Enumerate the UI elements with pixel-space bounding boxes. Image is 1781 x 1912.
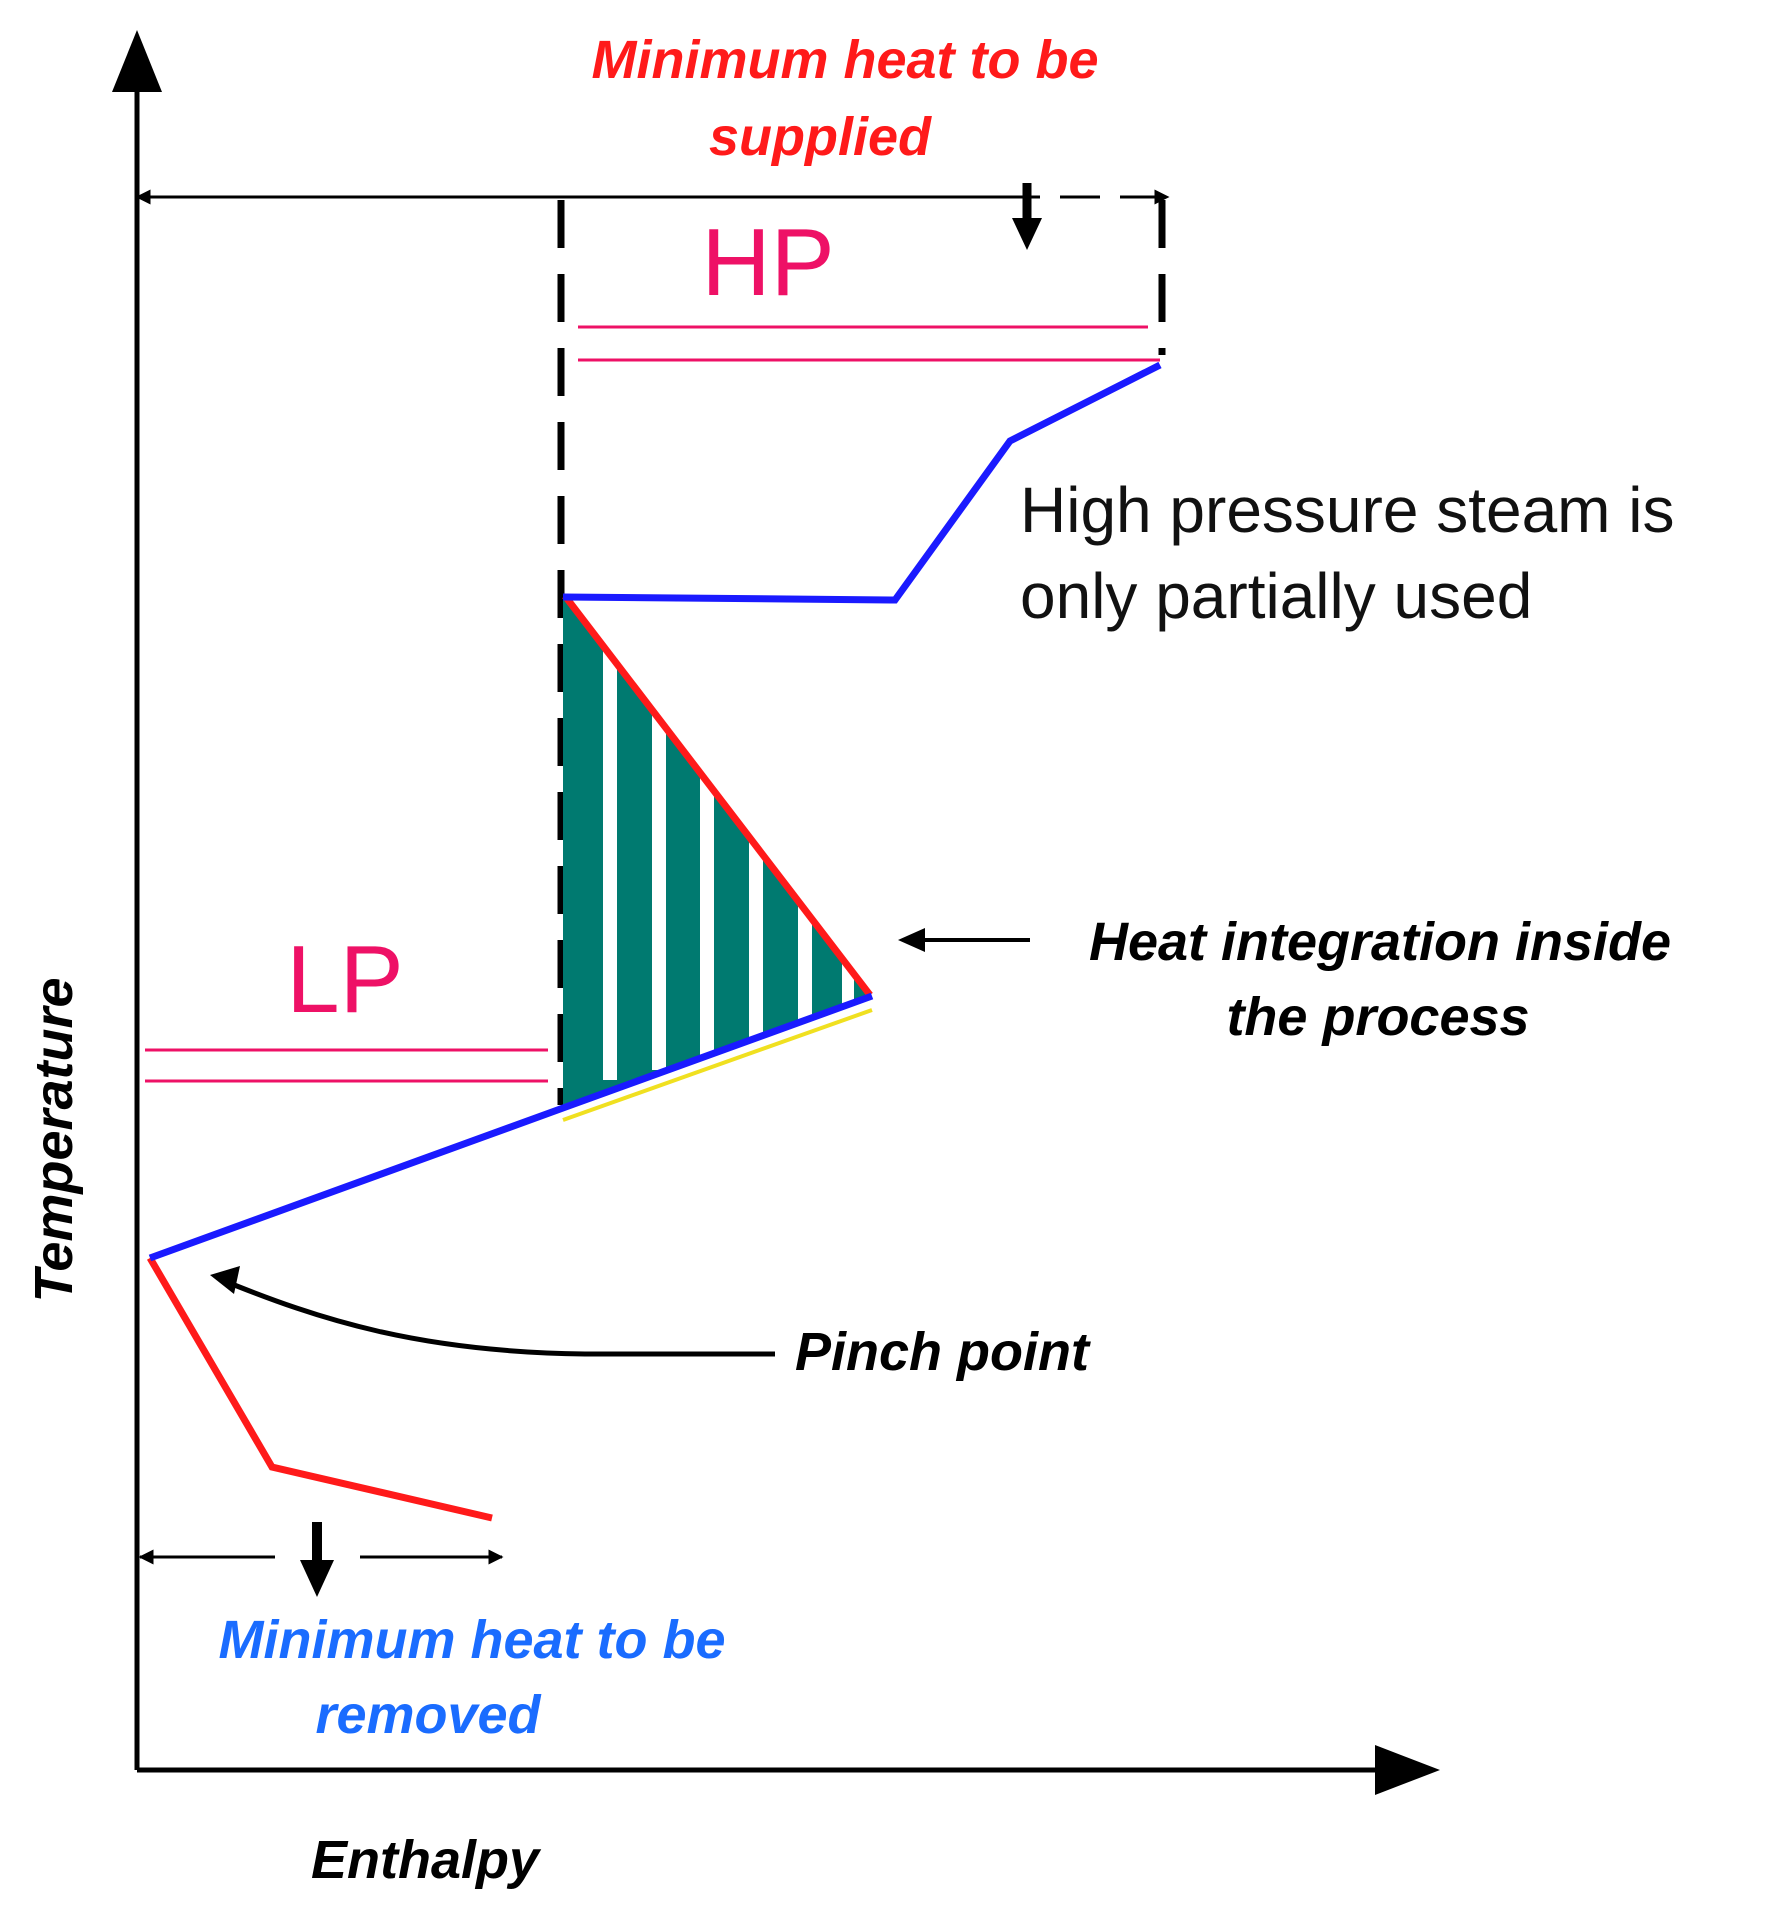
heat-supplied-dimension: [135, 183, 1170, 250]
integration-fill: [563, 598, 870, 1110]
heat-removed-dimension: [138, 1522, 504, 1597]
heat-removed-label-line1: Minimum heat to be: [218, 1610, 725, 1670]
steam-note-line2: only partially used: [1020, 560, 1532, 632]
pinch-pointer-curve: [221, 1277, 775, 1357]
cold-composite-upper: [562, 361, 1162, 604]
removed-down-arrowhead: [300, 1560, 334, 1597]
axes: [112, 30, 1440, 1795]
heat-integration-region: [562, 598, 873, 1122]
pinch-point-label: Pinch point: [795, 1322, 1091, 1382]
steam-note-line1: High pressure steam is: [1020, 474, 1674, 546]
hot-composite-upper: [562, 593, 873, 998]
integration-pointer-arrowhead: [898, 928, 925, 952]
cold-composite-lower: [148, 992, 874, 1262]
supplied-down-arrowhead: [1012, 218, 1042, 250]
integration-label-line1: Heat integration inside: [1089, 912, 1671, 972]
heat-supplied-label-line2: supplied: [709, 107, 932, 167]
y-axis-arrowhead: [112, 30, 162, 92]
hp-label: HP: [701, 209, 834, 316]
x-axis-label: Enthalpy: [311, 1830, 542, 1890]
pinch-pointer-arrowhead: [210, 1266, 240, 1294]
lp-label: LP: [286, 926, 403, 1033]
heat-removed-label-line2: removed: [315, 1685, 541, 1745]
hot-composite-lower: [146, 1256, 493, 1522]
x-axis-arrowhead: [1375, 1745, 1440, 1795]
heat-supplied-label-line1: Minimum heat to be: [591, 30, 1098, 90]
integration-label-line2: the process: [1226, 987, 1529, 1047]
integration-yellow-edge: [562, 1008, 873, 1122]
y-axis-label: Temperature: [24, 977, 84, 1302]
